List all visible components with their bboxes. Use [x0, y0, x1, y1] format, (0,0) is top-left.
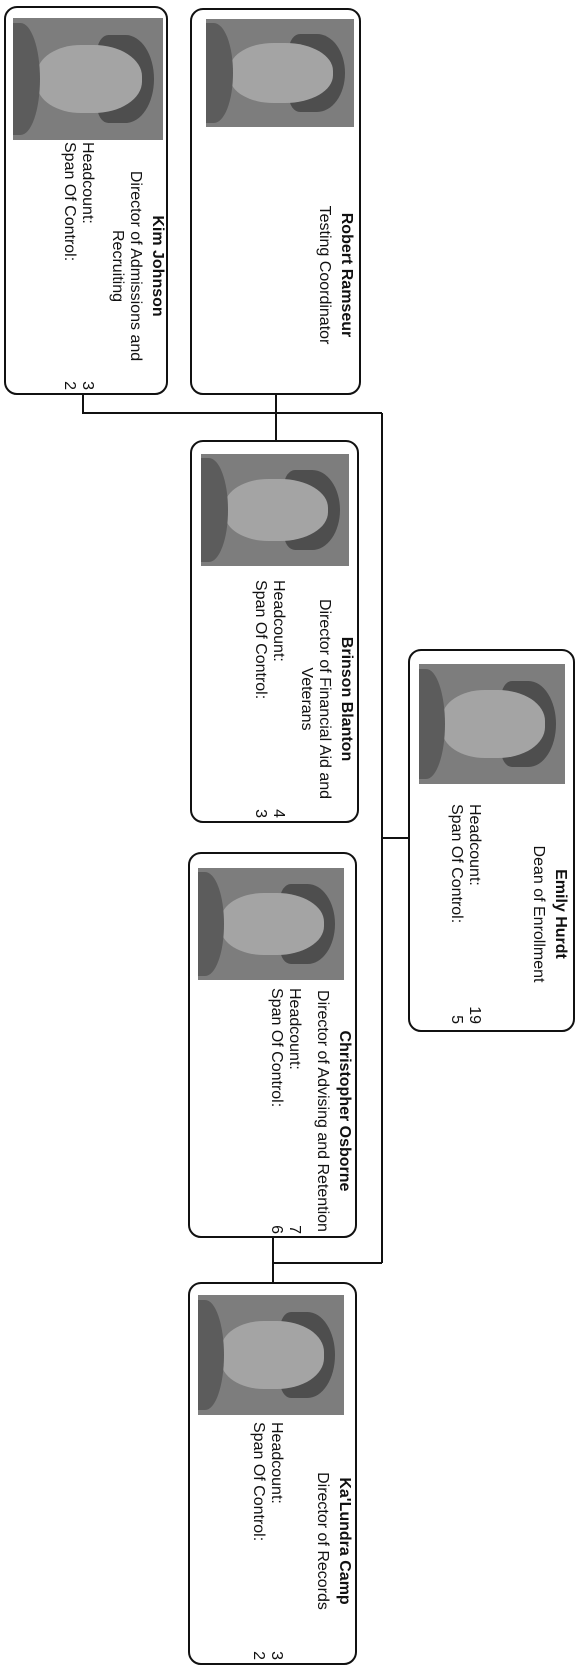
span-row: Span Of Control:2 — [250, 1422, 267, 1660]
person-name: Brinson Blanton — [338, 636, 355, 762]
person-card-brinson-blanton[interactable]: Brinson Blanton Director of Financial Ai… — [190, 440, 359, 823]
person-title: Director of Admissions and Recruiting — [109, 170, 144, 362]
person-title: Director of Financial Aid and Veterans — [298, 598, 333, 800]
person-card-emily-hurdt[interactable]: Emily Hurdt Dean of Enrollment Headcount… — [408, 649, 575, 1032]
portrait-photo — [198, 1295, 344, 1415]
person-title: Testing Coordinator — [316, 205, 333, 345]
person-name: Kim Johnson — [149, 215, 166, 317]
headcount-value: 3 — [79, 381, 96, 390]
portrait-photo — [201, 454, 349, 566]
person-name: Ka'Lundra Camp — [336, 1477, 353, 1605]
person-card-christopher-osborne[interactable]: Christopher Osborne Director of Advising… — [188, 852, 357, 1238]
headcount-row: Headcount:4 — [270, 580, 287, 818]
person-name: Christopher Osborne — [336, 1030, 353, 1192]
person-name: Robert Ramseur — [338, 212, 355, 338]
portrait-photo — [206, 19, 354, 127]
headcount-row: Headcount:7 — [286, 988, 303, 1234]
person-title: Director of Advising and Retention — [314, 990, 331, 1232]
headcount-value: 3 — [268, 1651, 285, 1660]
person-title: Director of Records — [314, 1472, 331, 1610]
span-row: Span Of Control:2 — [61, 142, 78, 390]
span-row: Span Of Control:5 — [448, 804, 465, 1024]
person-card-kalundra-camp[interactable]: Ka'Lundra Camp Director of Records Headc… — [188, 1282, 357, 1665]
span-row: Span Of Control:3 — [252, 580, 269, 818]
portrait-photo — [13, 18, 163, 140]
headcount-row: Headcount:3 — [79, 142, 96, 390]
portrait-photo — [419, 664, 565, 784]
span-value: 6 — [268, 1225, 285, 1234]
headcount-row: Headcount:19 — [466, 804, 483, 1024]
person-card-kim-johnson[interactable]: Kim Johnson Director of Admissions and R… — [4, 6, 168, 395]
headcount-value: 19 — [466, 1006, 483, 1024]
portrait-photo — [198, 868, 344, 980]
span-row: Span Of Control:6 — [268, 988, 285, 1234]
person-name: Emily Hurdt — [552, 869, 569, 959]
span-value: 2 — [61, 381, 78, 390]
headcount-value: 4 — [270, 809, 287, 818]
person-title: Dean of Enrollment — [530, 845, 547, 983]
headcount-row: Headcount:3 — [268, 1422, 285, 1660]
connector-upper-branch — [82, 395, 276, 414]
person-card-robert-ramseur[interactable]: Robert Ramseur Testing Coordinator — [190, 8, 361, 395]
span-value: 2 — [250, 1651, 267, 1660]
span-value: 3 — [252, 809, 269, 818]
span-value: 5 — [448, 1015, 465, 1024]
headcount-value: 7 — [286, 1225, 303, 1234]
